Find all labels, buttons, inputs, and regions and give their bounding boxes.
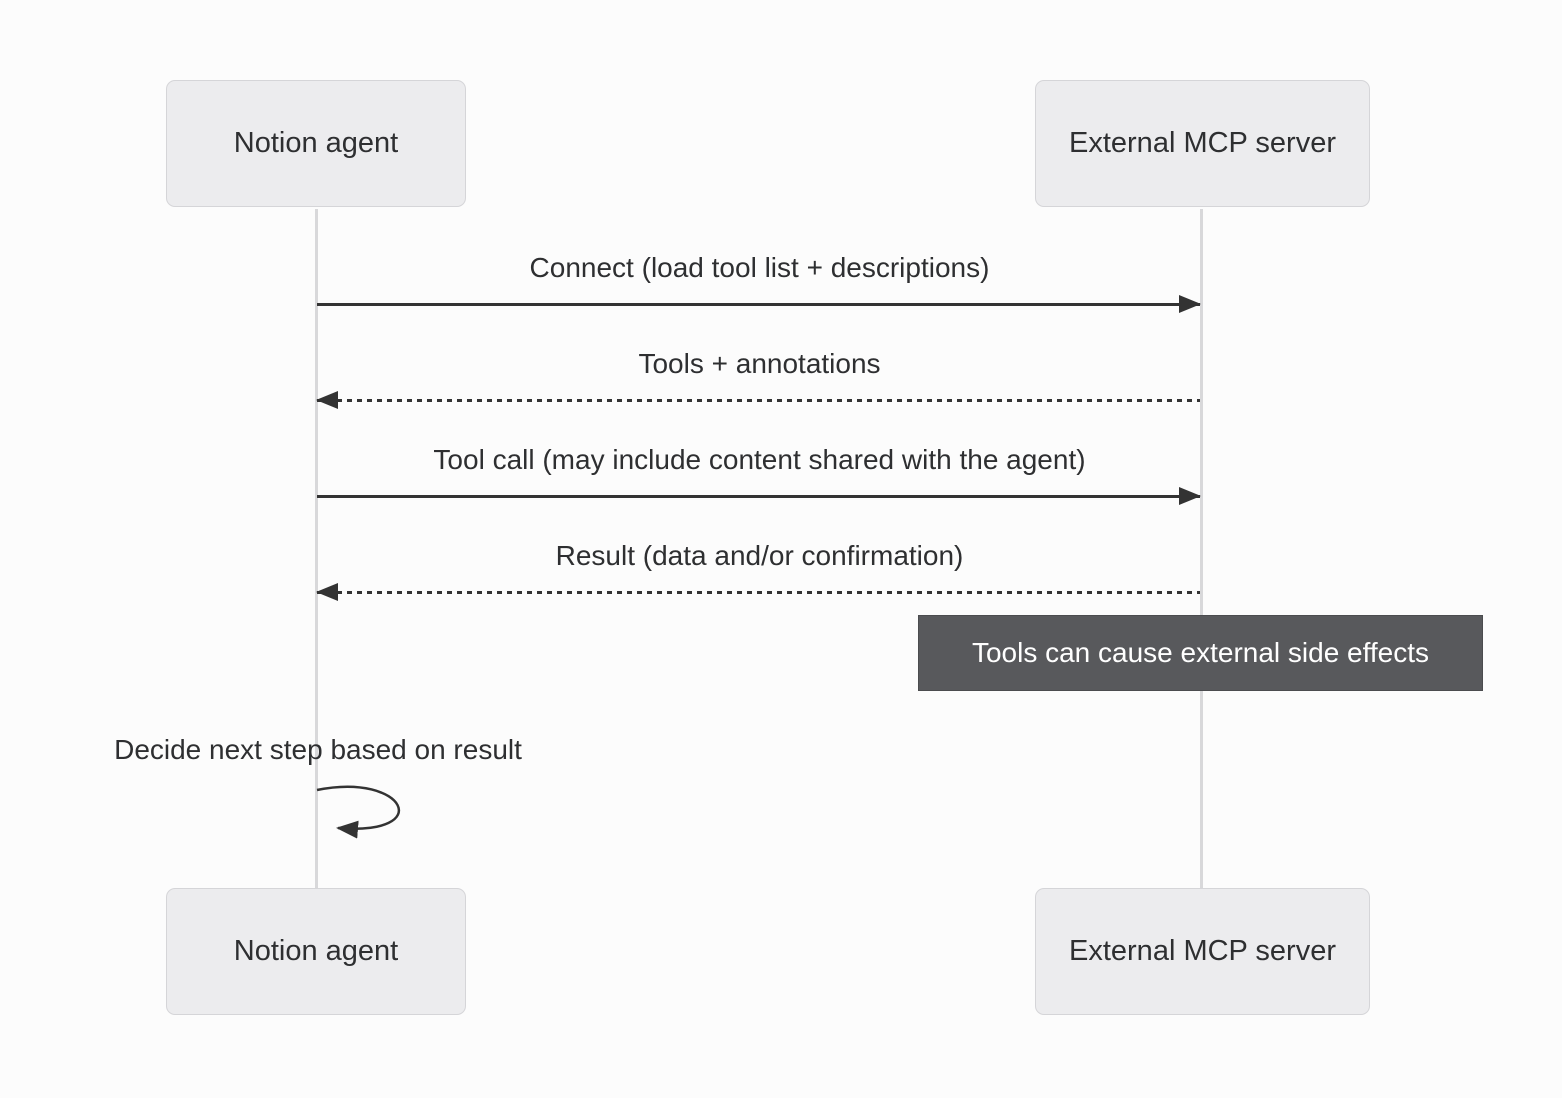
message-arrow-result (316, 583, 1200, 601)
note-label: Tools can cause external side effects (971, 637, 1430, 668)
arrowhead-left-icon (316, 391, 338, 409)
actor-box-external-mcp-server-bottom: External MCP server (1035, 888, 1370, 1015)
message-label-result: Result (data and/or confirmation) (555, 540, 964, 571)
actor-box-external-mcp-server-top: External MCP server (1035, 80, 1370, 207)
arrowhead-left-icon (316, 583, 338, 601)
actor-label: Notion agent (233, 935, 399, 967)
actor-box-notion-agent-top: Notion agent (166, 80, 466, 207)
actor-label: Notion agent (233, 127, 399, 159)
self-loop-arrow (316, 785, 401, 839)
actor-label: External MCP server (1069, 935, 1336, 967)
actor-label: External MCP server (1069, 127, 1336, 159)
arrowhead-right-icon (1179, 295, 1201, 313)
message-arrow-tools-annotations (316, 391, 1200, 409)
message-arrow-connect (317, 295, 1201, 313)
message-label-tools-annotations: Tools + annotations (638, 348, 881, 379)
message-arrow-tool-call (317, 487, 1201, 505)
message-label-connect: Connect (load tool list + descriptions) (529, 252, 990, 283)
message-label-tool-call: Tool call (may include content shared wi… (433, 444, 1086, 475)
note-side-effects: Tools can cause external side effects (918, 615, 1483, 691)
lifeline-external-mcp-server (1200, 209, 1203, 888)
actor-box-notion-agent-bottom: Notion agent (166, 888, 466, 1015)
lifeline-notion-agent (315, 209, 318, 888)
arrowhead-right-icon (1179, 487, 1201, 505)
message-label-decide-next-step: Decide next step based on result (114, 734, 522, 765)
